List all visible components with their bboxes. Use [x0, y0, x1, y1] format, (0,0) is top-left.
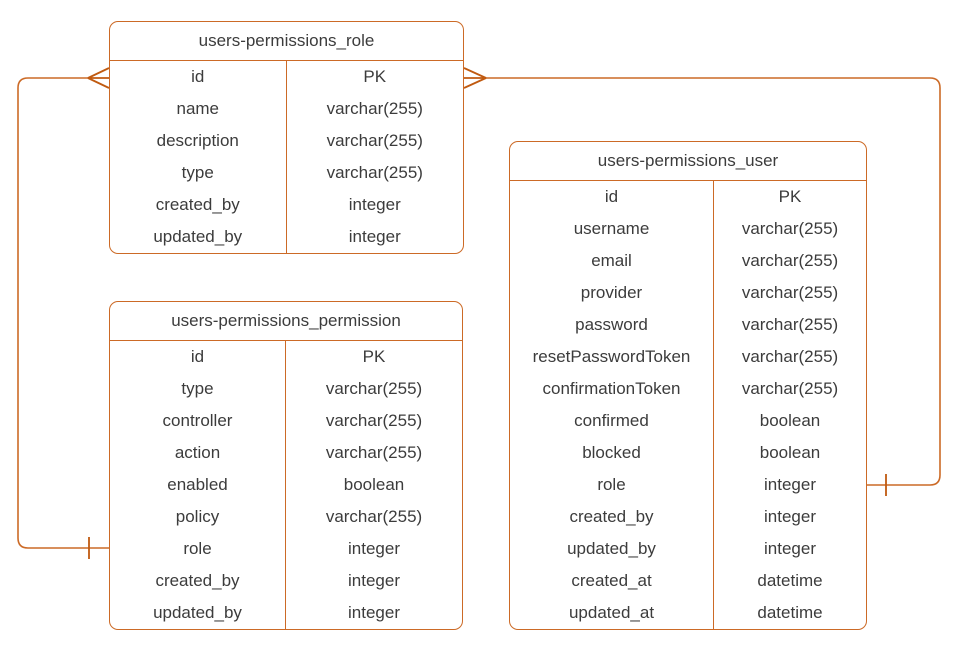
relationship-line[interactable]: [486, 77, 941, 486]
relationship-line[interactable]: [17, 77, 109, 549]
field-type: varchar(255): [326, 131, 423, 150]
field-type: varchar(255): [325, 507, 423, 526]
field-type: varchar(255): [741, 283, 839, 302]
field-type: varchar(255): [325, 443, 423, 462]
field-type: boolean: [343, 475, 405, 494]
field-type: integer: [764, 475, 816, 494]
field-name: blocked: [510, 437, 714, 469]
field-name: updated_by: [110, 221, 287, 253]
field-type: boolean: [759, 411, 821, 430]
field-name: type: [110, 157, 287, 189]
field-name: controller: [110, 405, 286, 437]
field-type: varchar(255): [325, 411, 423, 430]
field-name: created_by: [510, 501, 714, 533]
field-type: varchar(255): [741, 219, 839, 238]
entity-users-permissions-user[interactable]: users-permissions_user id PK username varch…: [509, 141, 867, 630]
field-name: action: [110, 437, 286, 469]
field-type: varchar(255): [326, 99, 423, 118]
field-type: varchar(255): [741, 347, 839, 366]
field-name: created_by: [110, 565, 286, 597]
field-type: PK: [363, 67, 387, 86]
field-name: email: [510, 245, 714, 277]
field-name: name: [110, 93, 287, 125]
relationship-permission-role[interactable]: [17, 67, 110, 559]
entity-users-permissions-permission[interactable]: users-permissions_permission id PK type var…: [109, 301, 463, 630]
field-type: datetime: [757, 571, 823, 590]
field-name: updated_by: [510, 533, 714, 565]
field-type: integer: [348, 195, 401, 214]
entity-rows: id PK type varchar(255) controller varchar(25…: [110, 341, 462, 629]
entity-title: users-permissions_user: [510, 142, 866, 181]
field-name: password: [510, 309, 714, 341]
field-name: description: [110, 125, 287, 157]
field-type: varchar(255): [741, 379, 839, 398]
field-name: type: [110, 373, 286, 405]
field-type: integer: [348, 571, 400, 590]
field-type: varchar(255): [326, 163, 423, 182]
field-name: confirmed: [510, 405, 714, 437]
field-type: integer: [348, 603, 400, 622]
field-name: created_by: [110, 189, 287, 221]
field-name: created_at: [510, 565, 714, 597]
field-name: provider: [510, 277, 714, 309]
field-type: integer: [764, 507, 816, 526]
field-name: role: [110, 533, 286, 565]
field-name: resetPasswordToken: [510, 341, 714, 373]
entity-rows: id PK name varchar(255) description varchar(2…: [110, 61, 463, 253]
field-type: varchar(255): [325, 379, 423, 398]
field-name: updated_by: [110, 597, 286, 629]
field-name: id: [110, 61, 287, 93]
field-type: datetime: [757, 603, 823, 622]
field-type: boolean: [759, 443, 821, 462]
entity-users-permissions-role[interactable]: users-permissions_role id PK name varchar(2…: [109, 21, 464, 254]
entity-rows: id PK username varchar(255) email varchar(255…: [510, 181, 866, 629]
field-name: updated_at: [510, 597, 714, 629]
crows-foot-many-icon: [463, 67, 487, 89]
field-name: role: [510, 469, 714, 501]
field-name: confirmationToken: [510, 373, 714, 405]
field-type: integer: [348, 227, 401, 246]
entity-title: users-permissions_role: [110, 22, 463, 61]
field-type: integer: [764, 539, 816, 558]
field-name: policy: [110, 501, 286, 533]
field-type: integer: [348, 539, 400, 558]
entity-title: users-permissions_permission: [110, 302, 462, 341]
field-type: PK: [362, 347, 386, 366]
field-name: id: [110, 341, 286, 373]
field-type: PK: [778, 187, 802, 206]
field-name: username: [510, 213, 714, 245]
field-name: id: [510, 181, 714, 213]
field-type: varchar(255): [741, 251, 839, 270]
field-type: varchar(255): [741, 315, 839, 334]
field-name: enabled: [110, 469, 286, 501]
relationship-user-role[interactable]: [463, 67, 941, 496]
crows-foot-many-icon: [87, 67, 110, 89]
